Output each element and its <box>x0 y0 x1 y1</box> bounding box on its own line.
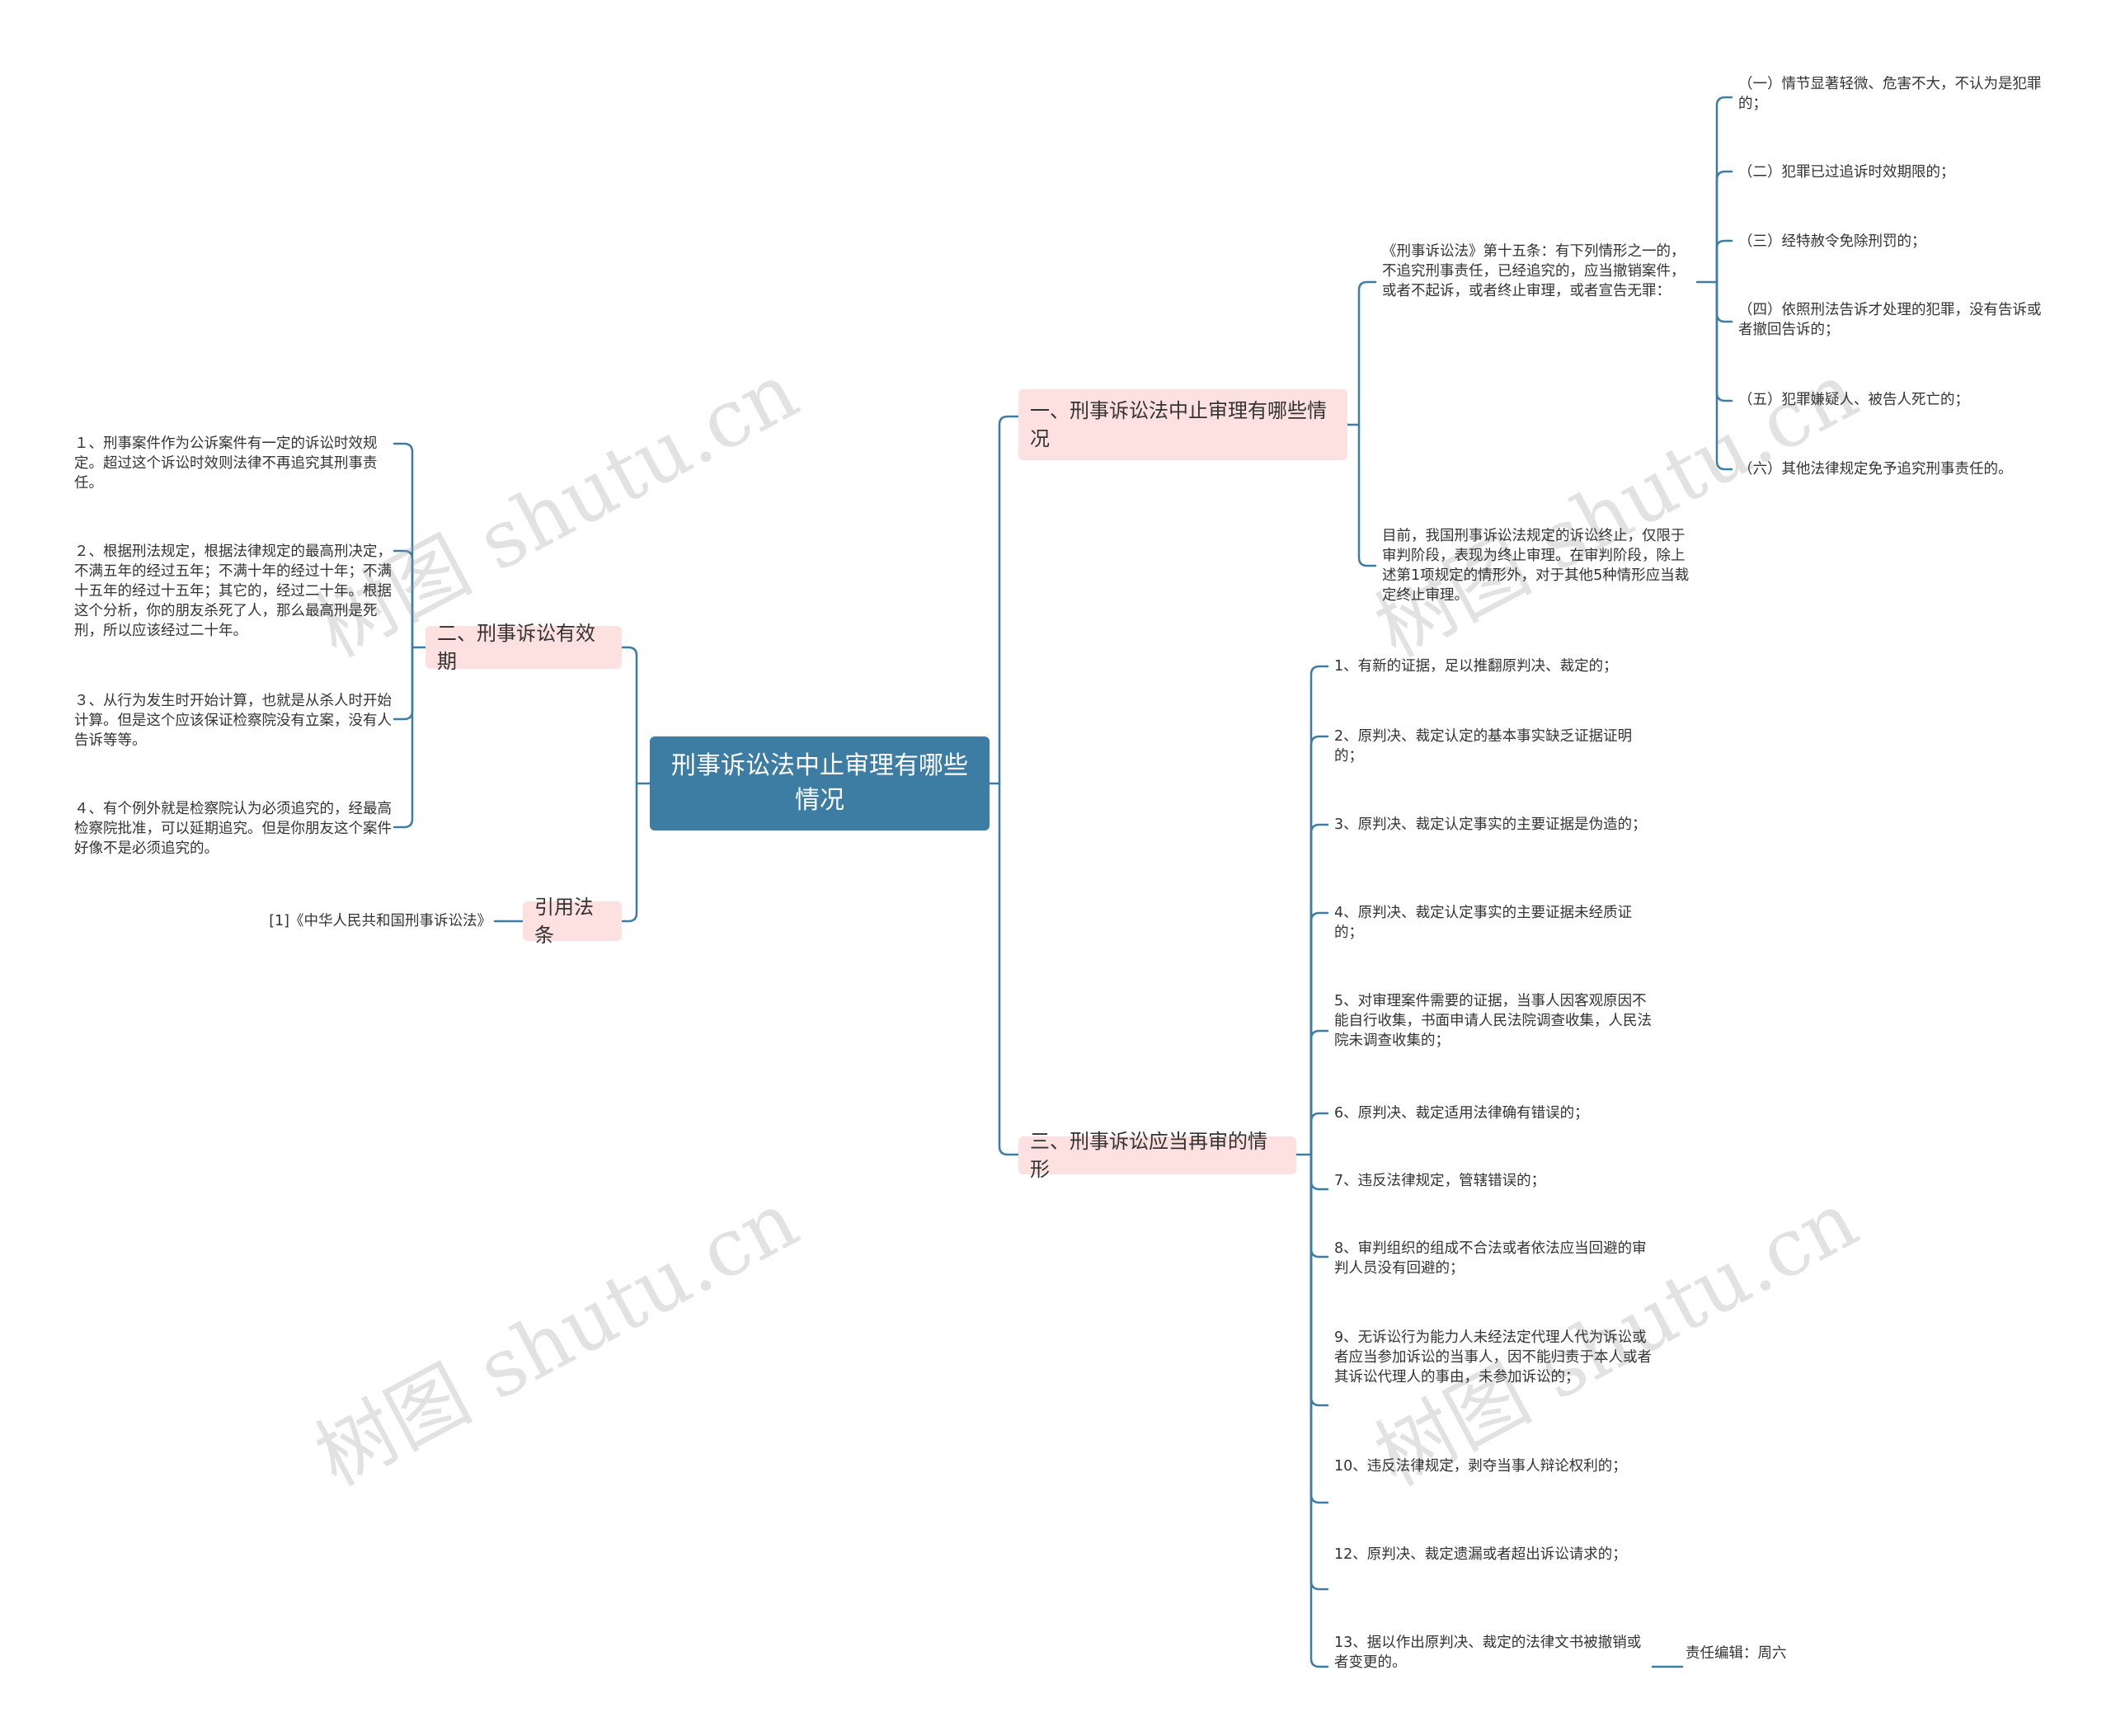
leaf-validity-4[interactable]: ４、有个例外就是检察院认为必须追究的，经最高检察院批准，可以延期追究。但是你朋友… <box>74 801 392 857</box>
leaf-retrial-10[interactable]: 10、违反法律规定，剥夺当事人辩论权利的； <box>1334 1458 1627 1475</box>
leaf-retrial-4[interactable]: 4、原判决、裁定认定事实的主要证据未经质证的； <box>1334 905 1633 941</box>
leaf-item-6[interactable]: （六）其他法律规定免予追究刑事责任的。 <box>1738 461 2013 478</box>
leaf-note-termination[interactable]: 目前，我国刑事诉讼法规定的诉讼终止，仅限于审判阶段，表现为终止审理。在审判阶段，… <box>1382 528 1690 604</box>
leaf-retrial-5[interactable]: 5、对审理案件需要的证据，当事人因客观原因不能自行收集，书面申请人民法院调查收集… <box>1334 993 1652 1049</box>
leaf-retrial-3[interactable]: 3、原判决、裁定认定事实的主要证据是伪造的； <box>1334 816 1647 833</box>
leaf-item-2[interactable]: （二）犯罪已过追诉时效期限的； <box>1738 164 1955 181</box>
leaf-item-5[interactable]: （五）犯罪嫌疑人、被告人死亡的； <box>1738 392 1969 408</box>
branch-topic-suspension[interactable]: 一、刑事诉讼法中止审理有哪些情况 <box>1018 389 1347 460</box>
leaf-validity-1[interactable]: １、刑事案件作为公诉案件有一定的诉讼时效规定。超过这个诉讼时效则法律不再追究其刑… <box>74 435 378 492</box>
leaf-article-15[interactable]: 《刑事诉讼法》第十五条：有下列情形之一的，不追究刑事责任，已经追究的，应当撤销案… <box>1382 243 1686 299</box>
leaf-editor[interactable]: 责任编辑：周六 <box>1686 1645 1787 1662</box>
leaf-validity-2[interactable]: ２、根据刑法规定，根据法律规定的最高刑决定，不满五年的经过五年；不满十年的经过十… <box>74 543 392 639</box>
leaf-retrial-8[interactable]: 8、审判组织的组成不合法或者依法应当回避的审判人员没有回避的； <box>1334 1240 1647 1277</box>
leaf-item-1[interactable]: （一）情节显著轻微、危害不大，不认为是犯罪的； <box>1738 76 2042 112</box>
leaf-retrial-1[interactable]: 1、有新的证据，足以推翻原判决、裁定的； <box>1334 658 1618 675</box>
leaf-retrial-2[interactable]: 2、原判决、裁定认定的基本事实缺乏证据证明的； <box>1334 728 1633 764</box>
leaf-retrial-6[interactable]: 6、原判决、裁定适用法律确有错误的； <box>1334 1105 1589 1122</box>
branch-topic-retrial[interactable]: 三、刑事诉讼应当再审的情形 <box>1018 1130 1296 1181</box>
leaf-retrial-9[interactable]: 9、无诉讼行为能力人未经法定代理人代为诉讼或者应当参加诉讼的当事人，因不能归责于… <box>1334 1329 1652 1386</box>
branch-topic-citations[interactable]: 引用法条 <box>523 896 622 947</box>
leaf-validity-3[interactable]: ３、从行为发生时开始计算，也就是从杀人时开始计算。但是这个应该保证检察院没有立案… <box>74 693 392 749</box>
leaf-item-3[interactable]: （三）经特赦令免除刑罚的； <box>1738 233 1926 250</box>
leaf-item-4[interactable]: （四）依照刑法告诉才处理的犯罪，没有告诉或者撤回告诉的； <box>1738 302 2042 338</box>
branch-topic-validity[interactable]: 二、刑事诉讼有效期 <box>425 622 622 673</box>
leaf-retrial-12[interactable]: 12、原判决、裁定遗漏或者超出诉讼请求的； <box>1334 1546 1627 1563</box>
leaf-retrial-7[interactable]: 7、违反法律规定，管辖错误的； <box>1334 1173 1546 1189</box>
root-topic[interactable]: 刑事诉讼法中止审理有哪些情况 <box>650 736 990 830</box>
leaf-citation-1[interactable]: [1]《中华人民共和国刑事诉讼法》 <box>269 913 491 929</box>
leaf-retrial-13[interactable]: 13、据以作出原判决、裁定的法律文书被撤销或者变更的。 <box>1334 1635 1642 1671</box>
